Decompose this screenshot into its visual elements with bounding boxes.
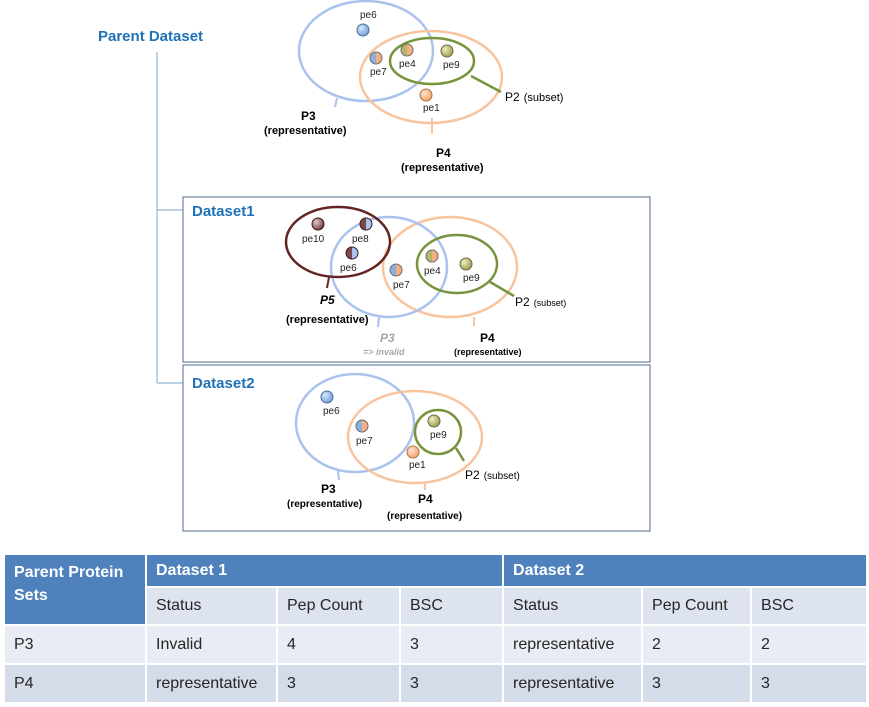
dataset2-header: Dataset 2 — [502, 553, 869, 588]
p2-label: P2(subset) — [505, 90, 563, 104]
p4-label: P4 — [418, 492, 433, 506]
column-header: Pep Count — [276, 586, 401, 626]
p5-label: P5 — [320, 293, 335, 307]
p3-circle — [294, 372, 416, 474]
p5-circle — [284, 205, 392, 279]
p4-label: P4 — [436, 146, 451, 160]
pe10-dot — [311, 217, 325, 231]
pe9-dot — [459, 257, 473, 271]
table-cell: 3 — [398, 663, 505, 704]
corner-header: Parent Protein Sets — [3, 553, 147, 626]
table-cell: 3 — [276, 663, 401, 704]
p2-circle — [413, 408, 463, 456]
table-cell: 3 — [641, 663, 753, 704]
p3-invalid-label: P3 — [380, 331, 395, 345]
column-header: Status — [145, 586, 278, 626]
p4-label: P4 — [480, 331, 495, 345]
p3-circle — [329, 215, 449, 319]
pe4-dot — [400, 43, 414, 57]
pe1-label: pe1 — [423, 103, 440, 114]
row-name: P3 — [3, 624, 147, 665]
pe9-dot — [440, 44, 454, 58]
p3-status: (representative) — [264, 125, 347, 137]
column-header: BSC — [750, 586, 869, 626]
tree-connector — [156, 52, 183, 384]
protein-set-diagram: Parent Dataset pe6 pe7 pe4 pe9 pe1 P3 (r… — [98, 0, 651, 532]
pe7-dot — [389, 263, 403, 277]
parent-dataset-title: Parent Dataset — [98, 28, 203, 45]
table-cell: 3 — [750, 663, 869, 704]
pe6-dot — [320, 390, 334, 404]
pe1-dot — [406, 445, 420, 459]
pe8-dot — [359, 217, 373, 231]
p2-label: P2(subset) — [465, 468, 520, 482]
p4-status: (representative) — [454, 347, 522, 357]
p3-label: P3 — [321, 482, 336, 496]
table-row: P4 representative 3 3 representative 3 3 — [3, 663, 869, 704]
pe7-dot — [355, 419, 369, 433]
pe1-dot — [419, 88, 433, 102]
p3-invalid-status: => invalid — [363, 347, 405, 357]
dataset1-header: Dataset 1 — [144, 553, 505, 588]
table-cell: 2 — [641, 624, 753, 665]
column-header: Pep Count — [641, 586, 753, 626]
pe9-dot — [427, 414, 441, 428]
p3-circle — [297, 0, 435, 103]
column-header: Status — [502, 586, 644, 626]
table-cell: representative — [145, 663, 278, 704]
pe9-label: pe9 — [430, 430, 447, 441]
p5-status: (representative) — [286, 314, 369, 326]
pe7-label: pe7 — [393, 280, 410, 291]
dataset2-venn: pe6 pe7 pe9 pe1 P3 (representative) P4 (… — [287, 372, 520, 522]
p4-circle — [346, 389, 484, 485]
pe6-dot — [345, 246, 359, 260]
dataset1-venn: pe10 pe8 pe6 pe7 pe4 pe9 P5 (representat… — [284, 205, 566, 357]
pe4-label: pe4 — [424, 266, 441, 277]
pe9-label: pe9 — [443, 60, 460, 71]
row-name: P4 — [3, 663, 147, 704]
pe4-label: pe4 — [399, 59, 416, 70]
p3-status: (representative) — [287, 499, 362, 510]
pe6-dot — [356, 23, 370, 37]
dataset1-title: Dataset1 — [192, 203, 255, 220]
pe6-label: pe6 — [360, 10, 377, 21]
protein-sets-table: Parent Protein Sets Dataset 1 Dataset 2 … — [3, 553, 869, 704]
pe6-label: pe6 — [323, 406, 340, 417]
p4-status: (representative) — [387, 511, 462, 522]
table-cell: 3 — [398, 624, 505, 665]
table-cell: Invalid — [145, 624, 278, 665]
table-cell: representative — [502, 624, 644, 665]
table-row: P3 Invalid 4 3 representative 2 2 — [3, 624, 869, 665]
p2-circle — [415, 233, 499, 295]
p2-label: P2(subset) — [515, 295, 566, 309]
pe10-label: pe10 — [302, 234, 325, 245]
dataset2-title: Dataset2 — [192, 375, 255, 392]
table-cell: 2 — [750, 624, 869, 665]
p4-status: (representative) — [401, 162, 484, 174]
table-cell: representative — [502, 663, 644, 704]
pe8-label: pe8 — [352, 234, 369, 245]
pe1-label: pe1 — [409, 460, 426, 471]
p2-circle — [388, 36, 476, 86]
table-cell: 4 — [276, 624, 401, 665]
pe7-label: pe7 — [370, 67, 387, 78]
p3-label: P3 — [301, 109, 316, 123]
column-header: BSC — [398, 586, 505, 626]
pe7-label: pe7 — [356, 436, 373, 447]
parent-venn: pe6 pe7 pe4 pe9 pe1 P3 (representative) … — [264, 0, 563, 174]
pe7-dot — [369, 51, 383, 65]
pe9-label: pe9 — [463, 273, 480, 284]
pe6-label: pe6 — [340, 263, 357, 274]
p4-circle — [381, 215, 519, 319]
pe4-dot — [425, 249, 439, 263]
